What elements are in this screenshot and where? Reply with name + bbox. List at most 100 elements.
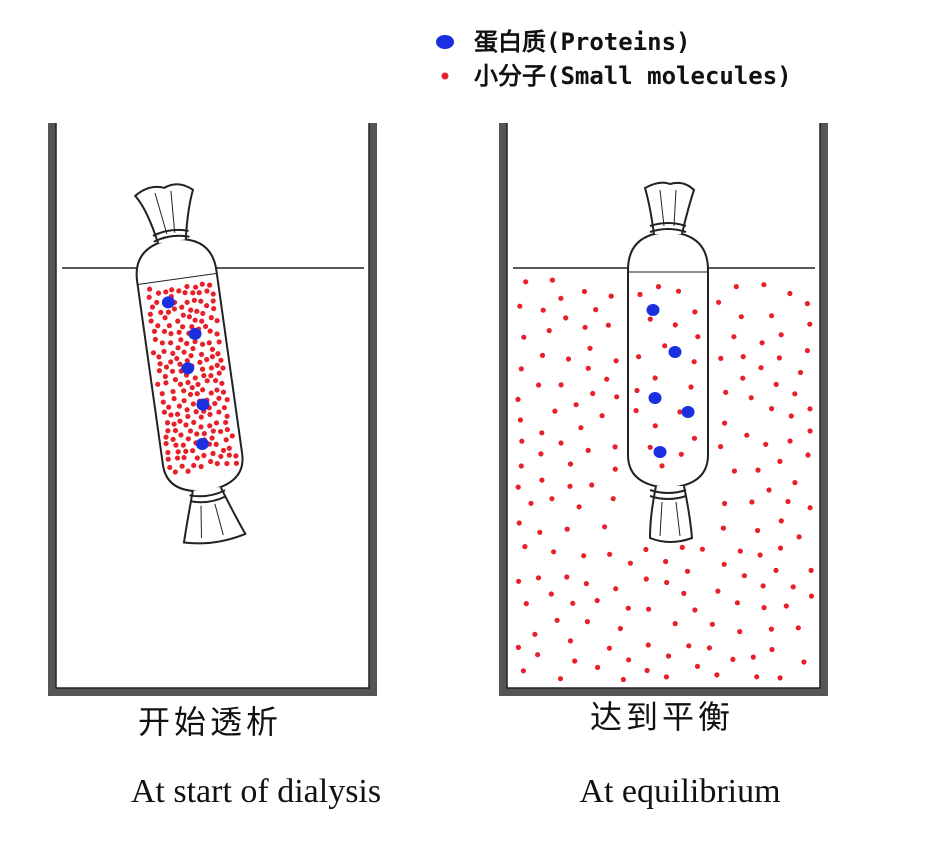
small-molecule <box>595 664 601 671</box>
small-molecule <box>168 412 174 418</box>
small-molecule <box>204 356 210 363</box>
small-molecule <box>778 518 784 524</box>
small-molecule <box>214 362 220 368</box>
small-molecule <box>233 453 239 459</box>
small-molecule <box>688 384 694 390</box>
small-molecule <box>552 408 558 414</box>
small-molecule <box>537 529 543 535</box>
small-molecule <box>761 605 767 611</box>
small-molecule <box>787 438 793 444</box>
small-molecule <box>163 289 169 295</box>
small-molecule <box>191 297 197 303</box>
legend-protein-swatch <box>436 35 454 49</box>
small-molecule <box>792 480 798 486</box>
small-molecule <box>166 404 172 410</box>
small-molecule <box>204 303 210 309</box>
small-molecule <box>179 304 185 310</box>
small-molecule <box>158 309 164 316</box>
small-molecule <box>196 290 202 296</box>
small-molecule <box>610 496 616 502</box>
small-molecule <box>186 314 192 320</box>
small-molecule <box>518 463 524 469</box>
small-molecule <box>755 467 761 473</box>
bag-body-right <box>627 230 709 490</box>
small-molecule <box>226 452 232 458</box>
small-molecule <box>777 458 783 464</box>
small-molecule <box>515 396 521 402</box>
small-molecule <box>157 361 163 367</box>
small-molecule <box>787 290 793 297</box>
small-molecule <box>686 643 692 649</box>
small-molecule <box>535 652 541 658</box>
small-molecule <box>197 359 203 365</box>
small-molecule <box>172 428 179 434</box>
small-molecule <box>516 520 522 526</box>
small-molecule <box>181 388 187 394</box>
small-molecule <box>209 435 215 441</box>
small-molecule <box>523 279 529 285</box>
small-molecule <box>168 331 174 337</box>
small-molecule <box>208 315 214 321</box>
small-molecule <box>211 306 217 312</box>
small-molecule <box>223 419 229 426</box>
small-molecule <box>614 394 620 400</box>
small-molecule <box>216 409 222 415</box>
small-molecule <box>758 365 764 371</box>
dialysis-bag-left <box>133 183 247 545</box>
small-molecule <box>551 549 557 555</box>
small-molecule <box>194 431 200 437</box>
small-molecule <box>637 291 643 298</box>
small-molecule <box>581 553 587 559</box>
small-molecule <box>170 388 176 395</box>
beaker-left-inner <box>55 123 370 689</box>
small-molecule <box>190 345 196 352</box>
small-molecule <box>567 461 574 467</box>
small-molecule <box>706 645 713 651</box>
small-molecule <box>213 420 220 426</box>
bag-top-tie-right <box>643 181 696 235</box>
small-molecule <box>180 442 186 448</box>
small-molecule <box>519 438 525 444</box>
legend-small-molecule-swatch <box>441 72 449 80</box>
small-molecule <box>207 328 213 334</box>
small-molecule <box>788 413 794 419</box>
small-molecule <box>737 629 743 635</box>
small-molecule <box>199 281 205 287</box>
small-molecule <box>805 452 811 458</box>
small-molecule <box>155 290 162 296</box>
small-molecule <box>159 391 165 397</box>
small-molecule <box>754 674 760 680</box>
small-molecule <box>210 428 216 434</box>
caption-zh-equilibrium: 达到平衡 <box>590 698 734 736</box>
small-molecule <box>210 450 216 457</box>
small-molecule <box>210 291 216 297</box>
small-molecule <box>146 286 153 292</box>
small-molecule <box>210 298 216 304</box>
small-molecule <box>532 631 538 637</box>
small-molecule <box>730 656 736 663</box>
small-molecules-outside-right <box>515 277 815 683</box>
small-molecule <box>201 373 207 379</box>
small-molecule <box>769 406 775 412</box>
small-molecule <box>195 381 201 388</box>
small-molecule <box>801 659 807 665</box>
small-molecule <box>194 391 200 397</box>
small-molecule <box>198 463 204 470</box>
small-molecule <box>200 310 206 317</box>
small-molecule <box>681 590 687 597</box>
small-molecule <box>162 315 168 321</box>
small-molecule <box>192 375 198 381</box>
small-molecule <box>198 298 204 304</box>
small-molecule <box>536 382 542 388</box>
small-molecule <box>558 382 564 388</box>
small-molecule <box>740 354 746 360</box>
small-molecule <box>156 368 162 374</box>
small-molecule <box>808 567 814 574</box>
small-molecule <box>199 366 206 372</box>
small-molecule <box>647 316 653 322</box>
small-molecule <box>573 402 579 408</box>
small-molecule <box>613 358 619 364</box>
small-molecule <box>177 418 183 424</box>
small-molecule <box>214 461 220 467</box>
